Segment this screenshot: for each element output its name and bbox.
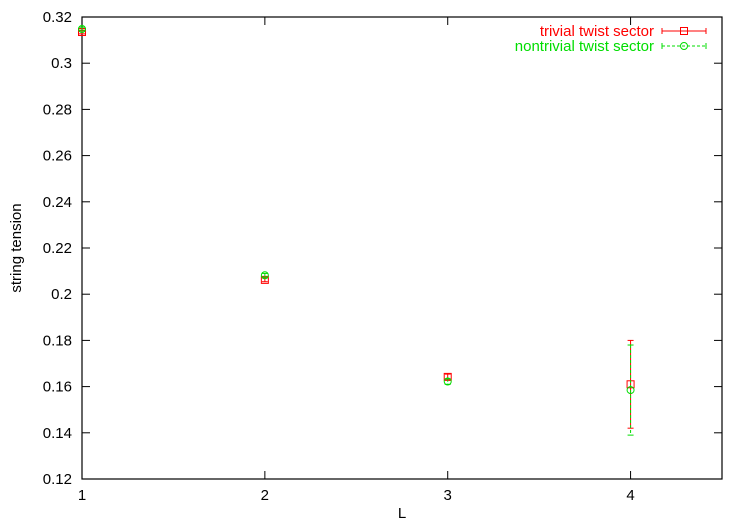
plot-frame bbox=[81, 16, 723, 480]
legend-label: trivial twist sector bbox=[540, 23, 654, 40]
circle-marker bbox=[680, 42, 688, 50]
x-axis-label: L bbox=[398, 505, 406, 522]
x-tick-label: 1 bbox=[78, 487, 86, 504]
y-tick-label: 0.18 bbox=[43, 332, 72, 349]
series-nontrivial-twist-sector bbox=[78, 25, 635, 436]
series-trivial-twist-sector bbox=[78, 28, 635, 429]
y-tick-label: 0.12 bbox=[43, 471, 72, 488]
y-tick-label: 0.28 bbox=[43, 101, 72, 118]
y-tick-label: 0.3 bbox=[51, 55, 72, 72]
circle-marker bbox=[443, 377, 452, 386]
x-axis-ticks: 1 2 3 4 bbox=[78, 17, 635, 504]
y-tick-label: 0.2 bbox=[51, 286, 72, 303]
y-tick-label: 0.14 bbox=[43, 425, 72, 442]
y-tick-label: 0.32 bbox=[43, 9, 72, 26]
x-tick-label: 2 bbox=[261, 487, 269, 504]
y-tick-label: 0.26 bbox=[43, 148, 72, 165]
data-series bbox=[78, 25, 635, 436]
circle-marker bbox=[626, 386, 635, 395]
y-tick-label: 0.22 bbox=[43, 240, 72, 257]
y-tick-label: 0.16 bbox=[43, 379, 72, 396]
y-tick-label: 0.24 bbox=[43, 194, 72, 211]
legend-entry: nontrivial twist sector bbox=[515, 38, 707, 55]
x-tick-label: 4 bbox=[626, 487, 634, 504]
square-marker bbox=[680, 27, 688, 35]
legend-entry: trivial twist sector bbox=[540, 23, 707, 40]
y-axis-label: string tension bbox=[8, 203, 25, 292]
legend-label: nontrivial twist sector bbox=[515, 38, 654, 55]
x-tick-label: 3 bbox=[444, 487, 452, 504]
circle-marker bbox=[260, 271, 269, 280]
y-axis-ticks: 0.12 0.14 0.16 0.18 0.2 0.22 0.24 0.26 0.28 0.3 0.… bbox=[43, 9, 722, 488]
circle-marker bbox=[78, 25, 86, 34]
